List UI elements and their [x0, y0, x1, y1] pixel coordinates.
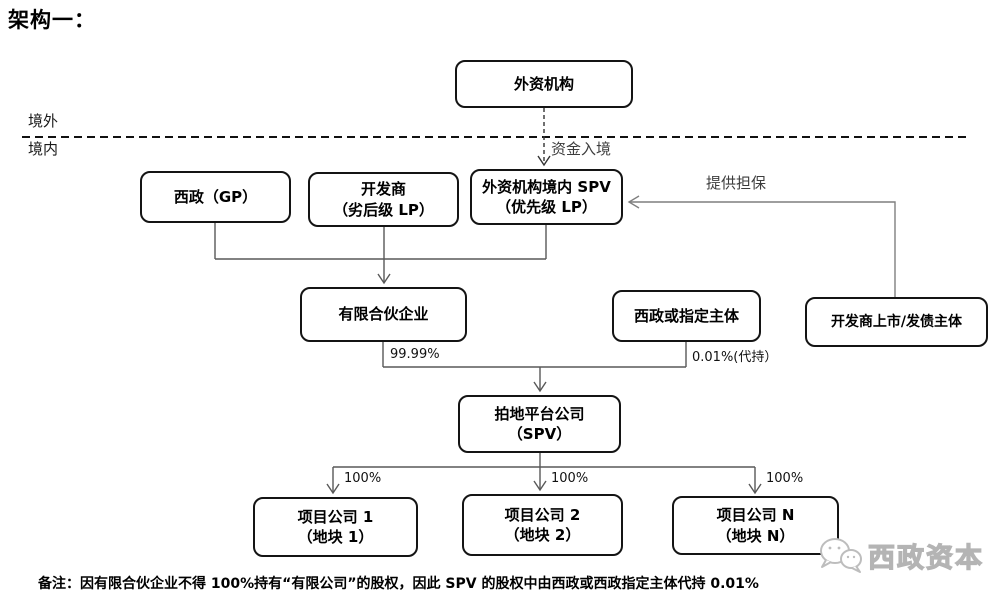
- node-label: 开发商上市/发债主体: [830, 313, 963, 330]
- node-foreign-onshore-spv: 外资机构境内 SPV （优先级 LP）: [470, 169, 623, 225]
- lp-share-label: 99.99%: [390, 347, 440, 362]
- node-label-line2: （地块 2）: [504, 526, 581, 544]
- node-label: 西政（GP）: [173, 187, 258, 206]
- arrowhead-project-1: [326, 483, 340, 495]
- node-label-line1: 项目公司 1: [297, 507, 374, 526]
- node-label-line1: 开发商: [360, 180, 406, 199]
- ownership-label-1: 100%: [344, 471, 382, 486]
- edge-guarantee: [630, 201, 896, 297]
- node-project-company-1: 项目公司 1 （地块 1）: [253, 497, 418, 557]
- edge-platform-to-projects: [332, 453, 756, 492]
- node-label-line2: （优先级 LP）: [496, 198, 597, 216]
- node-label-line1: 外资机构境内 SPV: [482, 177, 611, 196]
- watermark: 西政资本: [818, 534, 984, 576]
- node-developer-listed-entity: 开发商上市/发债主体: [805, 297, 988, 347]
- node-label-line1: 项目公司 N: [716, 506, 795, 525]
- wechat-icon: [820, 538, 862, 573]
- node-limited-partnership: 有限合伙企业: [300, 287, 467, 342]
- node-label-line2: （地块 N）: [716, 526, 795, 545]
- node-developer-junior-lp: 开发商 （劣后级 LP）: [308, 172, 459, 227]
- node-label: 有限合伙企业: [338, 305, 429, 324]
- arrowhead-partnership: [377, 273, 391, 285]
- edge-partners-to-partnership: [214, 223, 547, 282]
- arrowhead-platform: [533, 381, 547, 393]
- nominee-share-label: 0.01%(代持）: [692, 350, 778, 365]
- node-land-platform-spv: 拍地平台公司 （SPV）: [458, 395, 621, 453]
- edge-owners-to-platform: [382, 342, 687, 390]
- node-label: 外资机构: [513, 74, 574, 93]
- guarantee-label: 提供担保: [706, 174, 767, 192]
- arrowhead-project-2: [533, 480, 547, 492]
- page-title: 架构一：: [8, 8, 96, 32]
- node-project-company-n: 项目公司 N （地块 N）: [672, 496, 839, 555]
- node-project-company-2: 项目公司 2 （地块 2）: [462, 494, 623, 556]
- node-label: 西政或指定主体: [633, 306, 739, 325]
- node-label-line2: （劣后级 LP）: [333, 200, 434, 219]
- capital-entry-label: 资金入境: [551, 140, 612, 158]
- ownership-label-n: 100%: [766, 471, 804, 486]
- ownership-label-2: 100%: [551, 471, 589, 486]
- arrowhead-project-n: [748, 483, 762, 495]
- watermark-brand: 西政资本: [867, 542, 984, 574]
- footnote: 备注：因有限合伙企业不得 100%持有“有限公司”的股权，因此 SPV 的股权中…: [38, 576, 759, 592]
- node-xizheng-designated-entity: 西政或指定主体: [612, 290, 761, 342]
- arrowhead-guarantee: [627, 195, 640, 209]
- node-label-line1: 项目公司 2: [504, 505, 581, 524]
- node-xizheng-gp: 西政（GP）: [140, 171, 291, 223]
- arrowhead-capital-entry: [537, 155, 551, 167]
- node-foreign-institution: 外资机构: [455, 60, 633, 108]
- onshore-label: 境内: [28, 140, 59, 158]
- offshore-label: 境外: [28, 112, 59, 130]
- node-label-line2: （SPV）: [507, 425, 572, 443]
- node-label-line2: （地块 1）: [297, 528, 374, 546]
- node-label-line1: 拍地平台公司: [494, 404, 585, 423]
